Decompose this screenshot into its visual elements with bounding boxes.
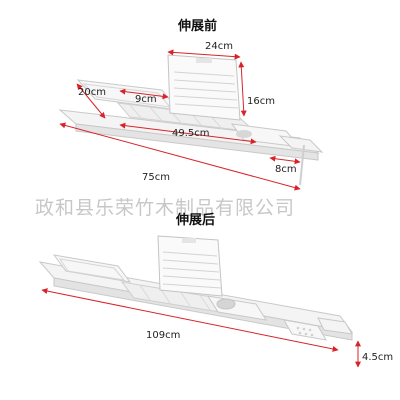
dimension-lines-top: [59, 49, 301, 191]
label-right-tray-width: 8cm: [275, 164, 297, 175]
dimension-lines-bottom: [41, 288, 361, 368]
title-after-extension: 伸展后: [175, 212, 215, 228]
label-middle-length: 49.5cm: [172, 128, 210, 139]
title-before-extension: 伸展前: [177, 18, 217, 34]
watermark-text: 政和县乐荣竹木制品有限公司: [35, 197, 295, 219]
label-backrest-width: 24cm: [205, 41, 233, 52]
label-height-bottom: 4.5cm: [362, 352, 393, 363]
label-left-tray-depth: 9cm: [135, 94, 157, 105]
label-left-tray-width: 20cm: [78, 87, 106, 98]
label-total-length-bottom: 109cm: [146, 330, 180, 341]
caddy-after-extension: [38, 235, 354, 341]
label-total-length-top: 75cm: [142, 172, 170, 183]
label-backrest-height: 16cm: [247, 96, 275, 107]
